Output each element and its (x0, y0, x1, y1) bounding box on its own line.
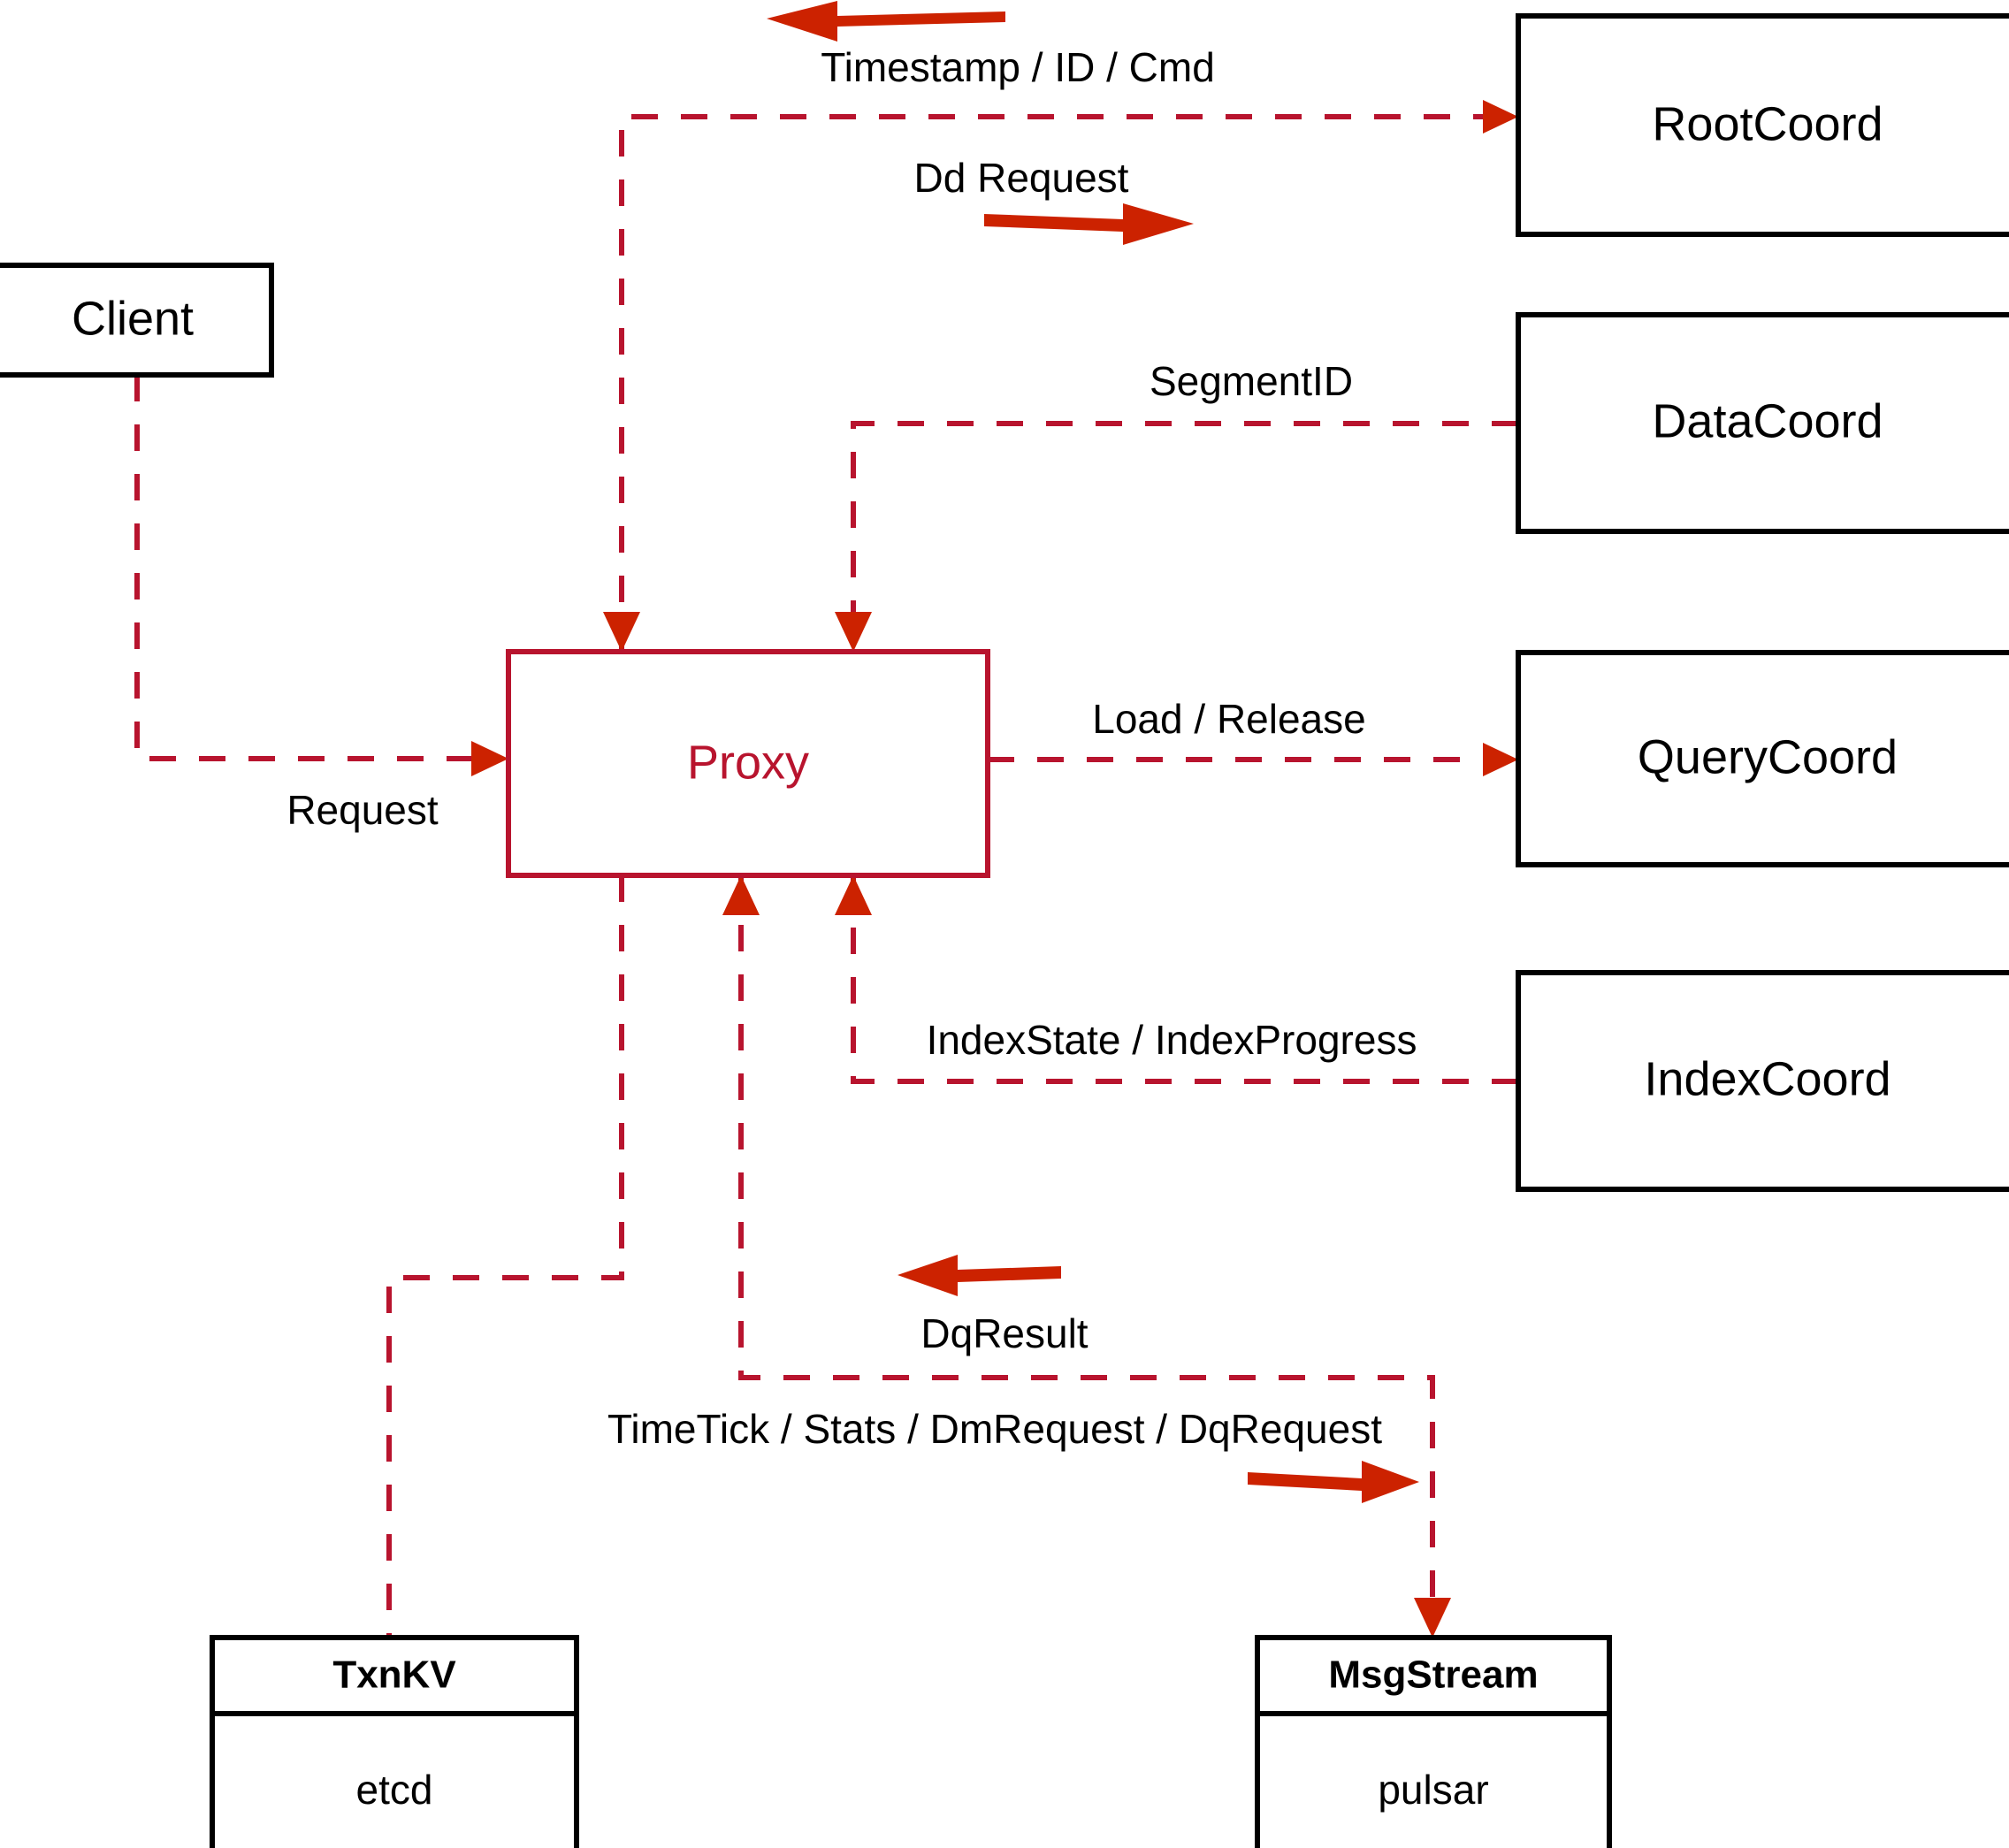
edge-txnkv-path (386, 875, 624, 1638)
node-txnkv-impl: etcd (356, 1767, 433, 1813)
edge-label-timestamp-id-cmd: Timestamp / ID / Cmd (821, 44, 1215, 90)
edge-segment-id-path (835, 421, 1518, 652)
edge-index-state-path (835, 875, 1518, 1084)
node-index-coord[interactable]: IndexCoord (1516, 970, 2009, 1192)
node-data-coord[interactable]: DataCoord (1516, 312, 2009, 534)
edge-label-load-release: Load / Release (1092, 696, 1365, 742)
edge-label-segment-id: SegmentID (1150, 358, 1353, 404)
direction-arrow-dqrequest (1248, 1461, 1419, 1503)
node-msgstream[interactable]: MsgStream pulsar (1255, 1635, 1612, 1848)
node-proxy-label: Proxy (687, 736, 809, 789)
node-query-coord-label: QueryCoord (1638, 730, 1898, 783)
node-client-label: Client (72, 292, 194, 345)
edge-dd-request-path (603, 100, 1518, 652)
edge-label-dd-request: Dd Request (914, 155, 1129, 201)
edge-label-request: Request (286, 787, 439, 833)
direction-arrow-timestamp (767, 1, 1005, 42)
node-root-coord-label: RootCoord (1652, 97, 1883, 150)
edge-label-dq-result: DqResult (920, 1310, 1088, 1356)
edge-label-timetick-stats: TimeTick / Stats / DmRequest / DqRequest (607, 1406, 1382, 1452)
node-proxy[interactable]: Proxy (506, 649, 990, 878)
node-client[interactable]: Client (0, 263, 274, 378)
direction-arrow-dd-request (984, 203, 1194, 245)
node-msgstream-impl: pulsar (1378, 1767, 1488, 1813)
node-root-coord[interactable]: RootCoord (1516, 13, 2009, 237)
node-index-coord-label: IndexCoord (1644, 1052, 1891, 1105)
node-txnkv[interactable]: TxnKV etcd (210, 1635, 579, 1848)
node-query-coord[interactable]: QueryCoord (1516, 650, 2009, 867)
edge-request-path (134, 375, 508, 776)
node-data-coord-label: DataCoord (1652, 394, 1883, 447)
edge-load-release-path (988, 743, 1518, 776)
node-msgstream-label: MsgStream (1328, 1653, 1538, 1697)
direction-arrow-dqresult (898, 1255, 1061, 1296)
node-txnkv-label: TxnKV (332, 1653, 456, 1697)
edge-label-index-state: IndexState / IndexProgress (927, 1017, 1417, 1063)
edge-msgstream-path (722, 875, 1451, 1638)
